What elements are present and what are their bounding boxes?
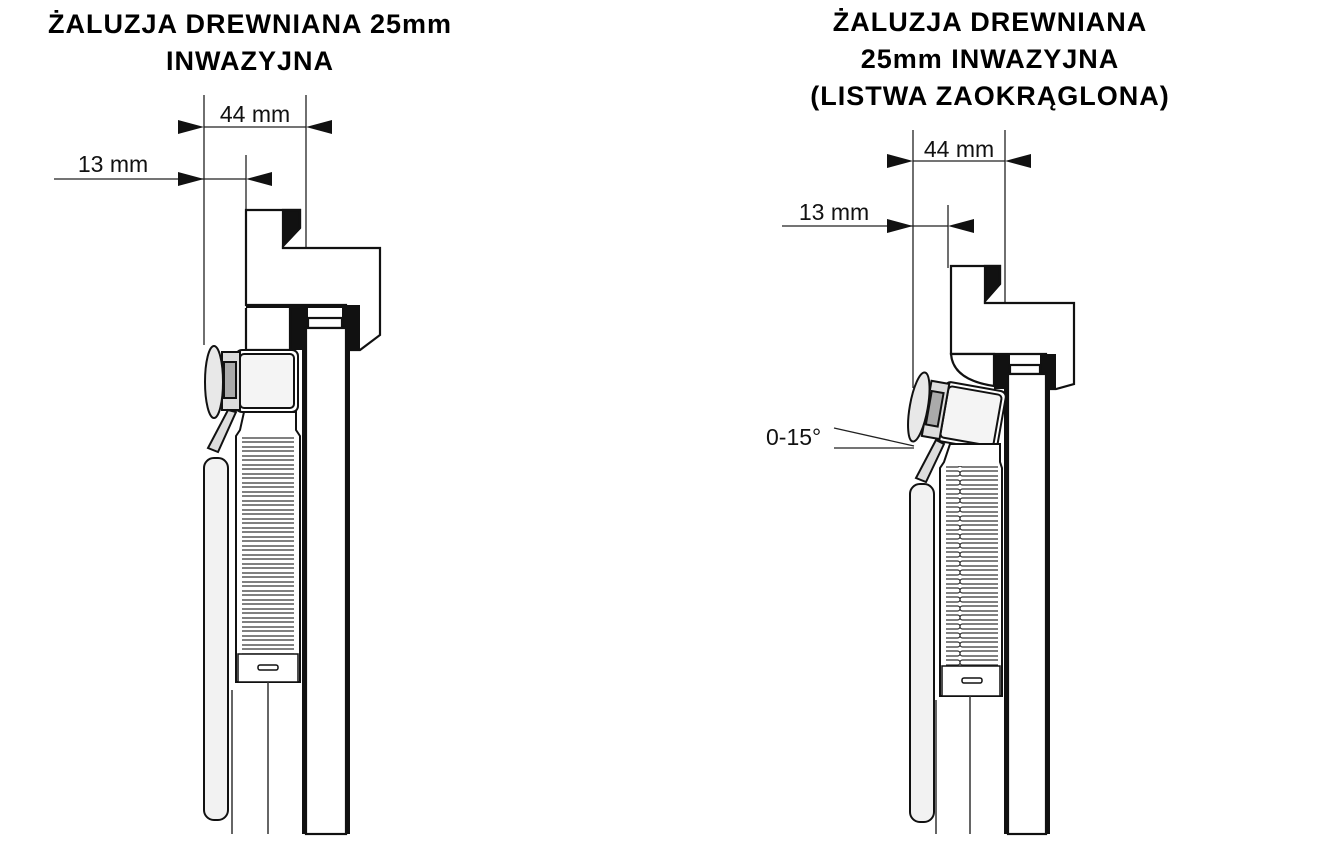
right-dim-outer-label: 44 mm <box>924 136 994 162</box>
right-diagram: 44 mm 13 mm 0-15° <box>766 130 1076 836</box>
right-title-line-2: 25mm INWAZYJNA <box>860 44 1120 74</box>
right-title-line-1: ŻALUZJA DREWNIANA <box>832 7 1148 37</box>
left-dimension-13mm: 13 mm <box>54 151 272 210</box>
right-diagram-title: ŻALUZJA DREWNIANA 25mm INWAZYJNA (LISTWA… <box>720 4 1260 115</box>
right-tilt-wand <box>909 483 935 823</box>
left-dimension-44mm: 44 mm <box>178 95 332 345</box>
left-tilt-wand <box>203 457 229 821</box>
right-dimension-13mm: 13 mm <box>782 199 974 268</box>
right-dim-inner-label: 13 mm <box>799 199 869 225</box>
right-cords <box>935 696 971 834</box>
left-cords <box>231 682 269 834</box>
left-diagram: 44 mm 13 mm <box>54 95 382 836</box>
left-headrail <box>204 345 299 419</box>
left-slat-stack <box>235 411 301 683</box>
right-tilt-wand-joint <box>914 438 946 484</box>
right-window-frame <box>949 264 1076 836</box>
left-title-line-1: ŻALUZJA DREWNIANA 25mm <box>47 9 453 39</box>
left-window-frame <box>244 208 382 836</box>
right-slat-stack <box>939 443 1003 697</box>
left-tilt-wand-joint <box>206 408 238 454</box>
right-tilt-label: 0-15° <box>766 424 821 450</box>
left-dim-inner-label: 13 mm <box>78 151 148 177</box>
left-title-line-2: INWAZYJNA <box>165 46 334 76</box>
right-tilt-annotation: 0-15° <box>766 424 915 450</box>
left-diagram-title: ŻALUZJA DREWNIANA 25mm INWAZYJNA <box>0 6 500 80</box>
right-headrail <box>907 371 1007 452</box>
left-dim-outer-label: 44 mm <box>220 101 290 127</box>
right-title-line-3: (LISTWA ZAOKRĄGLONA) <box>810 81 1170 111</box>
